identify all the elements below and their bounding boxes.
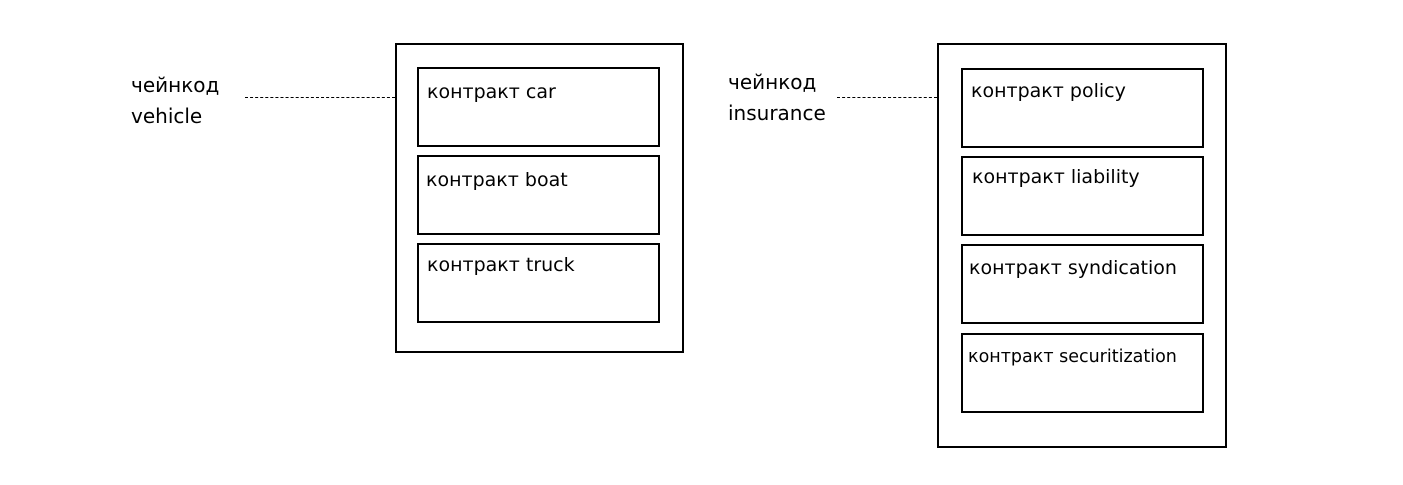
contract-label: контракт boat bbox=[426, 169, 568, 191]
chaincode-box-vehicle: контракт car контракт boat контракт truc… bbox=[395, 43, 684, 353]
connector-insurance bbox=[837, 97, 937, 98]
contract-liability: контракт liability bbox=[961, 156, 1204, 236]
contract-label: контракт policy bbox=[971, 80, 1126, 102]
contract-label: контракт truck bbox=[427, 254, 575, 276]
contract-policy: контракт policy bbox=[961, 68, 1204, 148]
chaincode-box-insurance: контракт policy контракт liability контр… bbox=[937, 43, 1227, 448]
contract-boat: контракт boat bbox=[417, 155, 660, 235]
chaincode-label-vehicle: чейнкод vehicle bbox=[131, 73, 220, 128]
chaincode-label-insurance: чейнкод insurance bbox=[728, 70, 826, 125]
contract-label: контракт syndication bbox=[969, 257, 1177, 279]
contract-truck: контракт truck bbox=[417, 243, 660, 323]
contract-car: контракт car bbox=[417, 67, 660, 147]
contract-securitization: контракт securitization bbox=[961, 333, 1204, 413]
contract-label: контракт liability bbox=[972, 166, 1140, 188]
contract-label: контракт securitization bbox=[968, 347, 1177, 367]
connector-vehicle bbox=[245, 97, 395, 98]
contract-label: контракт car bbox=[427, 81, 556, 103]
contract-syndication: контракт syndication bbox=[961, 244, 1204, 324]
